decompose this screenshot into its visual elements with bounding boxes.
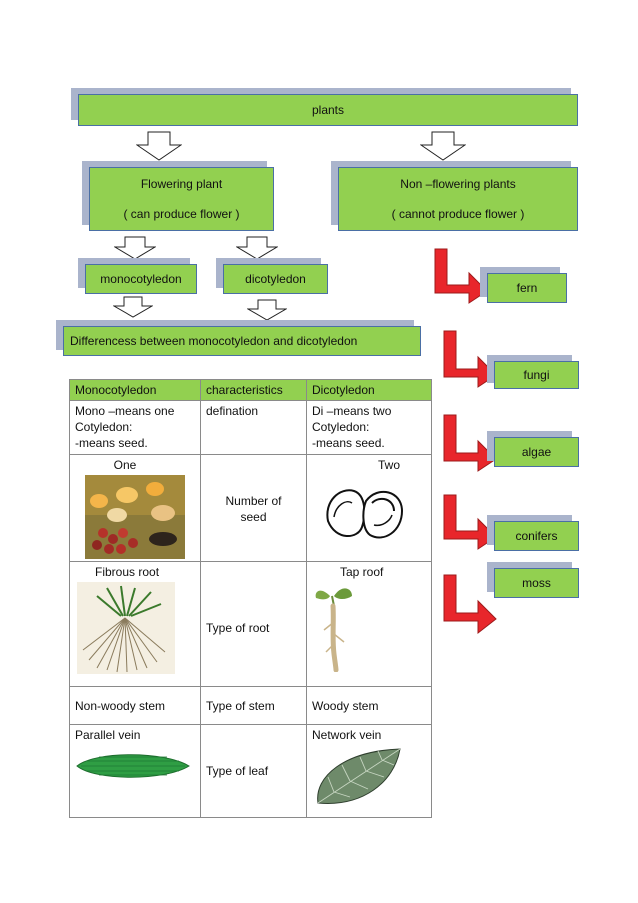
difference-title-box: Differencess between monocotyledon and d… bbox=[63, 326, 421, 356]
corn-seeds-image bbox=[85, 475, 185, 559]
table-row: Mono –means one Cotyledon: -means seed. … bbox=[69, 400, 432, 455]
monocotyledon-box: monocotyledon bbox=[85, 264, 197, 294]
flowering-plant-subtitle: ( can produce flower ) bbox=[123, 207, 240, 221]
arrow-down-icon bbox=[247, 299, 287, 321]
arrow-down-icon bbox=[136, 131, 182, 161]
dicot-definition-line: Di –means two bbox=[312, 404, 392, 418]
plants-box: plants bbox=[78, 94, 578, 126]
mono-leaf-label: Parallel vein bbox=[75, 728, 141, 742]
red-turn-arrow-icon bbox=[443, 330, 497, 388]
header-monocotyledon: Monocotyledon bbox=[69, 379, 201, 401]
mono-definition-line: Mono –means one bbox=[75, 404, 175, 418]
char-type-of-root-cell: Type of root bbox=[200, 561, 307, 687]
red-turn-arrow-icon bbox=[443, 494, 497, 550]
tap-root-image bbox=[315, 588, 352, 672]
mono-seed-label: One bbox=[113, 458, 137, 472]
monocotyledon-label: monocotyledon bbox=[100, 272, 182, 286]
char-number-of-seed-cell: Number of seed bbox=[200, 454, 307, 562]
dicot-leaf-cell: Network vein bbox=[306, 724, 432, 818]
mono-seed-cell: One bbox=[69, 454, 201, 562]
dicot-leaf-label: Network vein bbox=[312, 728, 382, 742]
table-row: One Number of seed bbox=[69, 454, 432, 562]
char-definition: defination bbox=[200, 400, 307, 455]
arrow-down-icon bbox=[113, 296, 153, 318]
arrow-down-icon bbox=[420, 131, 466, 161]
dicot-definition-cell: Di –means two Cotyledon: -means seed. bbox=[306, 400, 432, 455]
mono-definition-cell: Mono –means one Cotyledon: -means seed. bbox=[69, 400, 201, 455]
mono-root-cell: Fibrous root bbox=[69, 561, 201, 687]
header-dicotyledon: Dicotyledon bbox=[306, 379, 432, 401]
dicotyledon-label: dicotyledon bbox=[245, 272, 306, 286]
char-type-of-leaf: Type of leaf bbox=[206, 764, 269, 778]
comparison-table: Monocotyledon characteristics Dicotyledo… bbox=[69, 379, 432, 818]
mono-definition-line: Cotyledon: bbox=[75, 420, 133, 434]
difference-title: Differencess between monocotyledon and d… bbox=[70, 334, 358, 348]
header-characteristics: characteristics bbox=[200, 379, 307, 401]
non-flowering-plant-box: Non –flowering plants ( cannot produce f… bbox=[338, 167, 578, 231]
mono-definition-line: -means seed. bbox=[75, 436, 148, 450]
algae-box: algae bbox=[494, 437, 579, 467]
flowering-plant-box: Flowering plant ( can produce flower ) bbox=[89, 167, 274, 231]
mono-root-label: Fibrous root bbox=[95, 565, 160, 579]
char-type-of-root: Type of root bbox=[206, 621, 270, 635]
table-row: Parallel vein Type of leaf Network vein bbox=[69, 724, 432, 818]
arrow-down-icon bbox=[114, 236, 156, 260]
fern-box: fern bbox=[487, 273, 567, 303]
fern-label: fern bbox=[516, 281, 538, 295]
table-row: Fibrous root Type of root Tap roof bbox=[69, 561, 432, 687]
conifers-box: conifers bbox=[494, 521, 579, 551]
dicot-root-label: Tap roof bbox=[340, 565, 384, 579]
dicot-seed-cell: Two bbox=[306, 454, 432, 562]
conifers-label: conifers bbox=[515, 529, 558, 543]
mono-stem: Non-woody stem bbox=[69, 686, 201, 725]
dicot-seed-label: Two bbox=[377, 458, 400, 472]
parallel-vein-leaf-image bbox=[76, 754, 190, 778]
arrow-down-icon bbox=[236, 236, 278, 260]
dicotyledon-box: dicotyledon bbox=[223, 264, 328, 294]
bean-seed-image bbox=[326, 489, 404, 539]
non-flowering-title: Non –flowering plants bbox=[400, 177, 516, 191]
flowering-plant-title: Flowering plant bbox=[140, 177, 223, 191]
moss-label: moss bbox=[522, 576, 551, 590]
network-vein-leaf-image bbox=[317, 748, 401, 804]
red-turn-arrow-icon bbox=[443, 574, 497, 635]
fibrous-root-image bbox=[77, 582, 175, 674]
table-row: Non-woody stem Type of stem Woody stem bbox=[69, 686, 432, 725]
red-turn-arrow-icon bbox=[434, 248, 488, 304]
dicot-definition-line: Cotyledon: bbox=[312, 420, 370, 434]
plants-label: plants bbox=[311, 103, 345, 117]
dicot-stem: Woody stem bbox=[306, 686, 432, 725]
non-flowering-subtitle: ( cannot produce flower ) bbox=[391, 207, 525, 221]
dicot-definition-line: -means seed. bbox=[312, 436, 385, 450]
algae-label: algae bbox=[521, 445, 552, 459]
char-type-of-stem: Type of stem bbox=[200, 686, 307, 725]
moss-box: moss bbox=[494, 568, 579, 598]
table-header-row: Monocotyledon characteristics Dicotyledo… bbox=[69, 379, 432, 401]
char-type-of-leaf-cell: Type of leaf bbox=[200, 724, 307, 818]
mono-leaf-cell: Parallel vein bbox=[69, 724, 201, 818]
red-turn-arrow-icon bbox=[443, 414, 497, 472]
dicot-root-cell: Tap roof bbox=[306, 561, 432, 687]
fungi-label: fungi bbox=[523, 368, 550, 382]
fungi-box: fungi bbox=[494, 361, 579, 389]
char-number-of-seed: Number of seed bbox=[225, 494, 282, 524]
